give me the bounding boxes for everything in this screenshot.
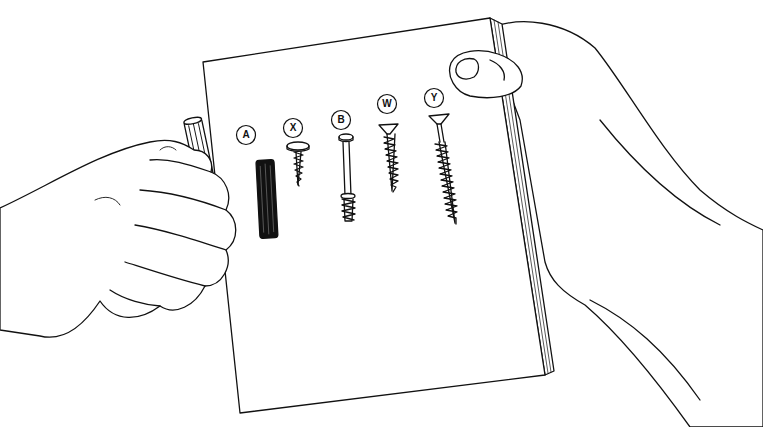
circle-shape xyxy=(284,119,303,138)
finger-line xyxy=(150,160,211,172)
bolt-head xyxy=(339,134,353,140)
finger-line xyxy=(125,262,205,286)
screw-part xyxy=(429,114,457,224)
screw-head xyxy=(379,124,398,134)
screw-shank xyxy=(439,142,455,223)
circle-shape xyxy=(378,95,397,114)
thumb-crease xyxy=(490,60,504,80)
callout-letter: X xyxy=(290,123,297,133)
screw-shank xyxy=(296,152,301,185)
screw-part xyxy=(379,124,398,192)
callout-circle: B xyxy=(330,109,352,131)
screw-head-rim xyxy=(287,146,309,151)
callout-letter: Y xyxy=(431,93,438,103)
callout-letter: A xyxy=(242,130,249,140)
finger-line xyxy=(110,290,160,306)
callout-letter: W xyxy=(382,99,391,109)
screw-thread xyxy=(294,152,303,186)
callout-letter: B xyxy=(337,115,344,125)
dowel-body xyxy=(256,160,278,239)
screw-neck xyxy=(437,124,444,142)
thumb-nail xyxy=(456,59,479,79)
knuckle-crease xyxy=(95,147,176,205)
bolt-part xyxy=(339,134,355,221)
callout-circle: A xyxy=(235,124,257,146)
bolt-thread xyxy=(342,199,355,220)
right-thumb xyxy=(450,51,523,98)
dowel-part xyxy=(256,160,278,239)
left-hand xyxy=(0,140,236,337)
screw-head xyxy=(287,142,309,150)
bolt-collar xyxy=(341,194,355,199)
hand-crease xyxy=(590,300,700,400)
bolt-shaft xyxy=(343,142,351,196)
dowel-end xyxy=(183,116,202,126)
finger-line xyxy=(135,225,226,250)
hand-crease xyxy=(600,120,720,225)
bolt-core xyxy=(344,199,353,221)
circle-shape xyxy=(425,89,444,108)
screw-head xyxy=(429,114,449,124)
callout-circle: W xyxy=(376,93,398,115)
callout-circle: X xyxy=(282,117,304,139)
circle-shape xyxy=(332,111,351,130)
instruction-card xyxy=(203,18,545,413)
dowel-groove xyxy=(260,164,274,234)
screw-shank xyxy=(387,134,395,191)
screw-part xyxy=(287,142,309,186)
finger-line xyxy=(140,190,226,210)
callout-circle: Y xyxy=(423,87,445,109)
circle-shape xyxy=(237,126,256,145)
bolt-head-rim xyxy=(339,137,353,142)
